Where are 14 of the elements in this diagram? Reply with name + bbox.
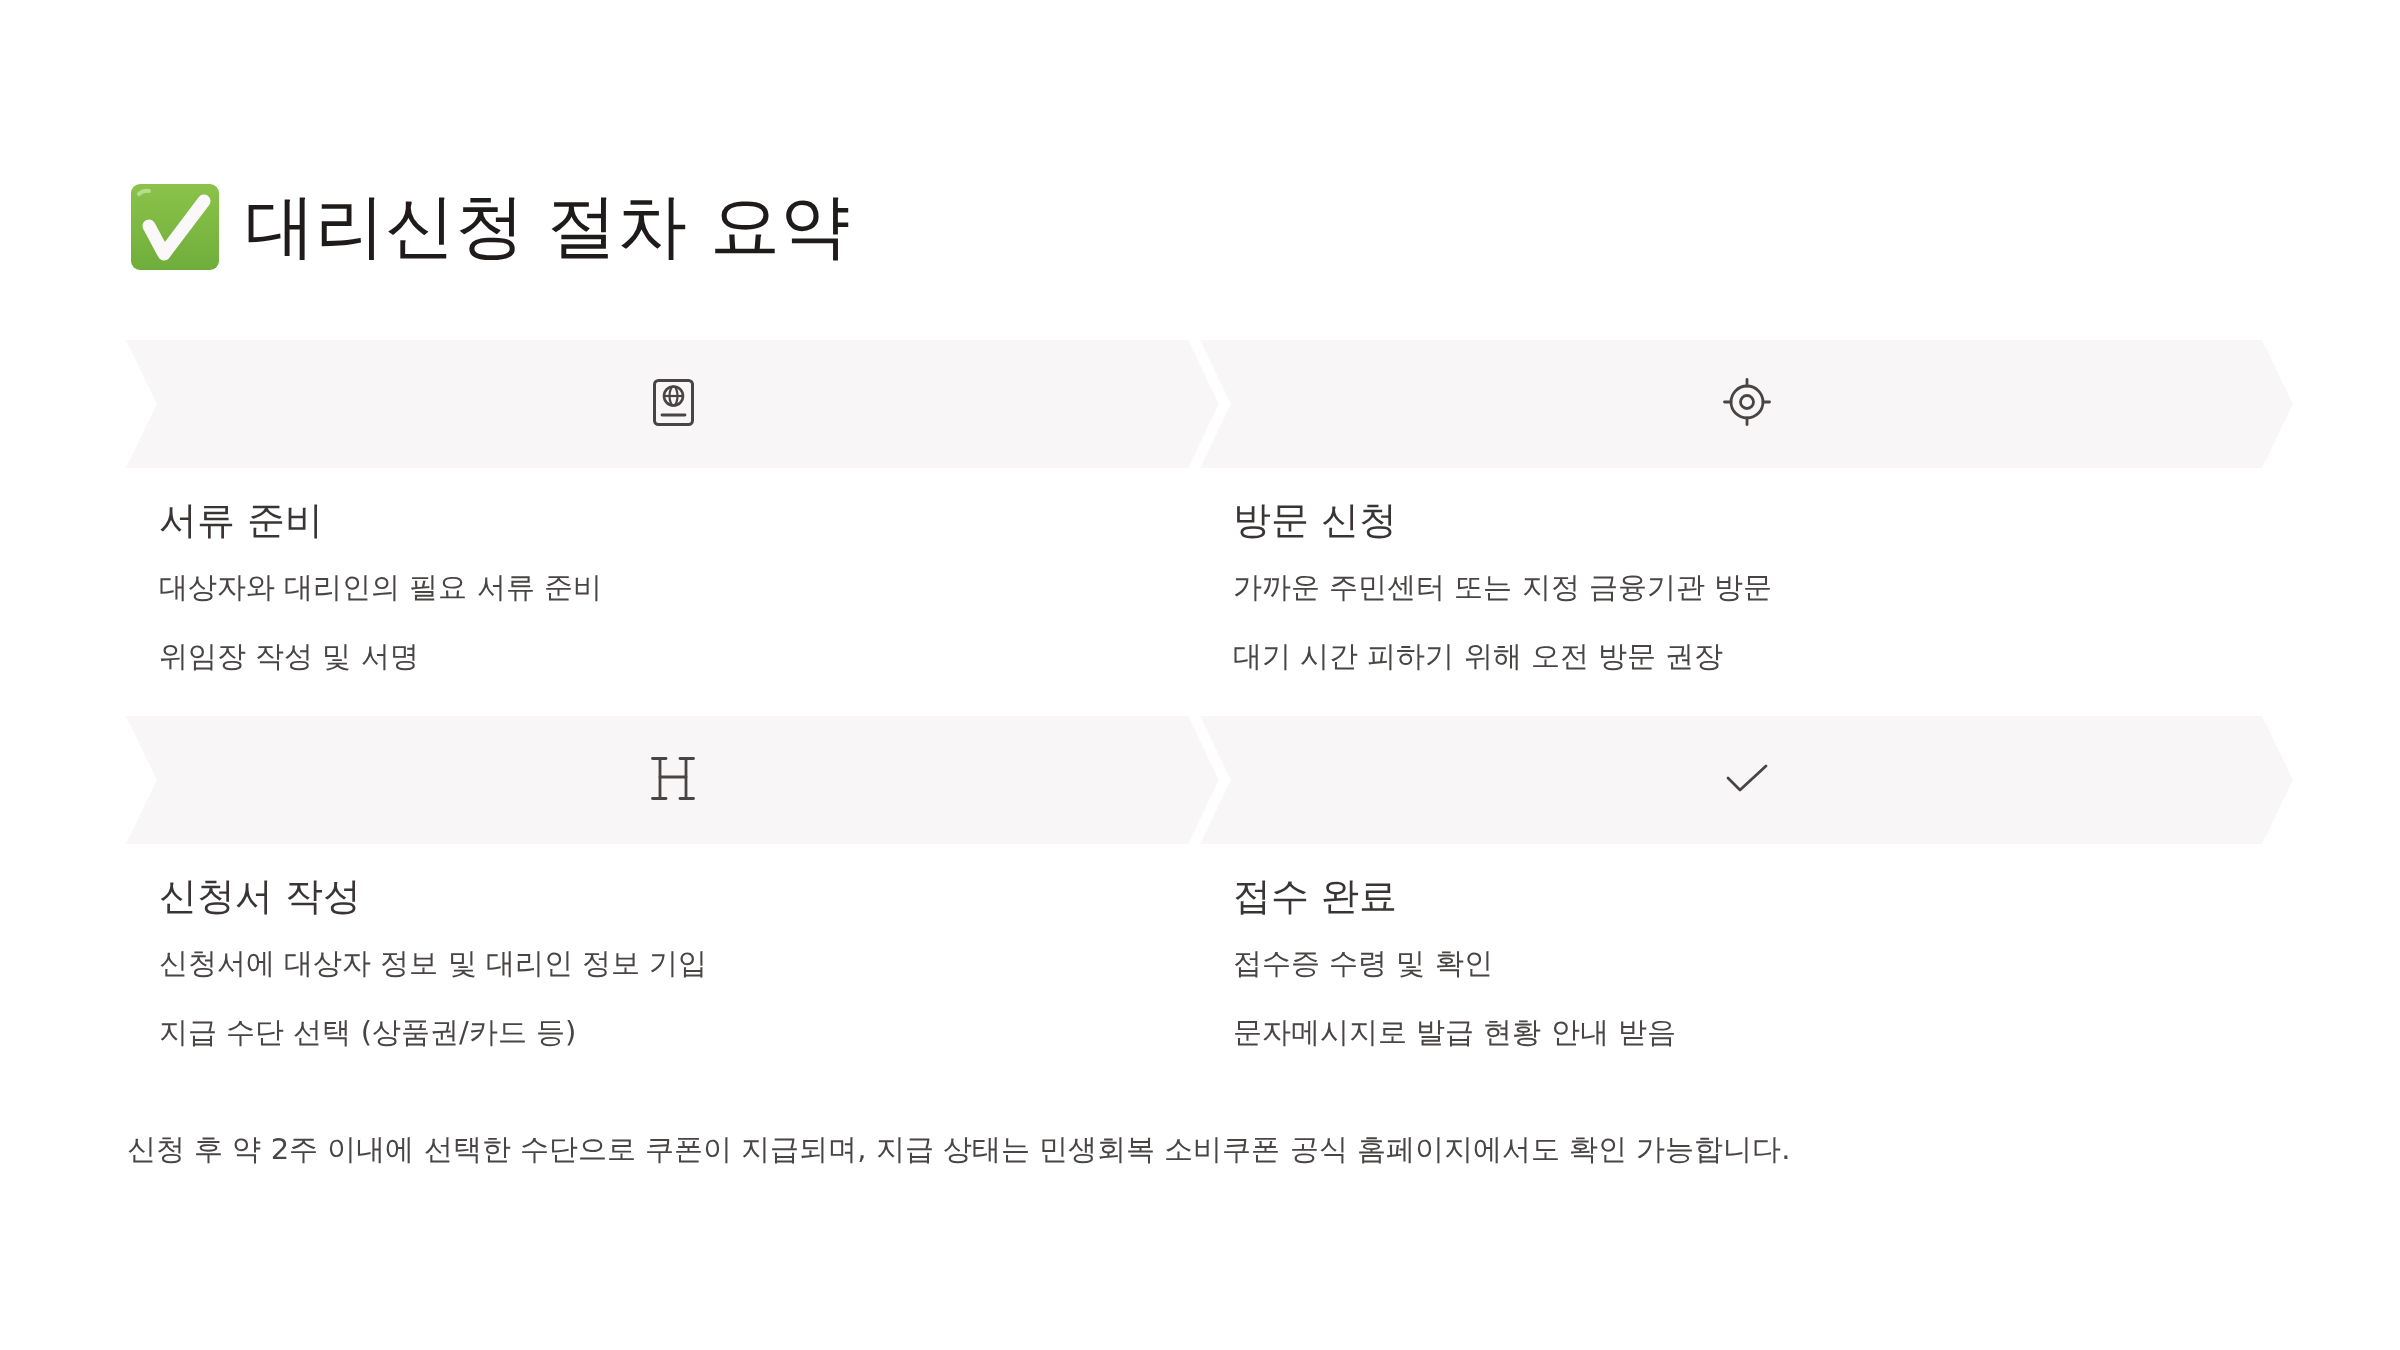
step-description: 신청서에 대상자 정보 및 대리인 정보 기입 <box>159 945 708 982</box>
step-heading: 접수 완료 <box>1233 873 1398 920</box>
step-heading: 서류 준비 <box>159 497 324 544</box>
step-description: 대상자와 대리인의 필요 서류 준비 <box>159 569 602 606</box>
step-description: 지급 수단 선택 (상품권/카드 등) <box>159 1014 577 1051</box>
title: 대리신청 절차 요약 <box>245 184 850 269</box>
step-description: 가까운 주민센터 또는 지정 금융기관 방문 <box>1233 569 1773 606</box>
step-description: 대기 시간 피하기 위해 오전 방문 권장 <box>1233 638 1724 675</box>
step-description: 위임장 작성 및 서명 <box>159 638 419 675</box>
footnote-text: 신청 후 약 2주 이내에 선택한 수단으로 쿠폰이 지급되며, 지급 상태는 민생회복 소비쿠폰 공식 홈페이지에서도 확인 가능합니다. <box>127 1131 1791 1168</box>
step-heading: 신청서 작성 <box>159 873 362 920</box>
step-heading: 방문 신청 <box>1233 497 1398 544</box>
step-description: 문자메시지로 발급 현황 안내 받음 <box>1233 1014 1676 1051</box>
step-description: 접수증 수령 및 확인 <box>1233 945 1493 982</box>
